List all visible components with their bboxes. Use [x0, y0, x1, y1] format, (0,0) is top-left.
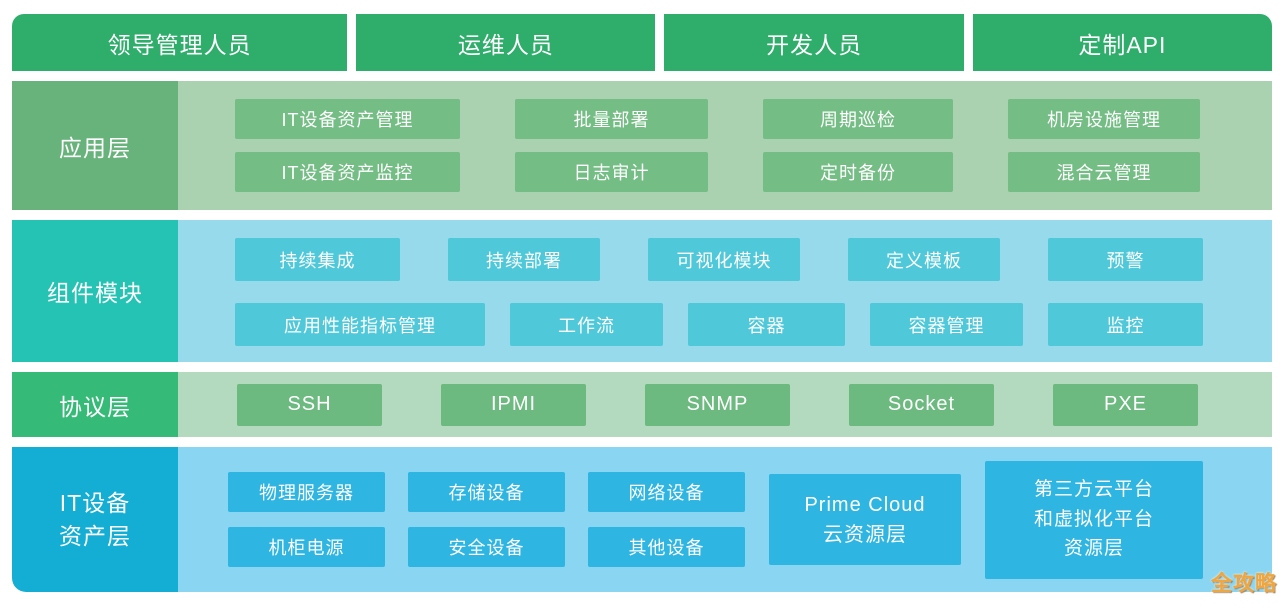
component-item: 持续集成	[235, 238, 400, 281]
app-item: 日志审计	[515, 152, 708, 192]
application-items-grid: IT设备资产管理 批量部署 周期巡检 机房设施管理 IT设备资产监控 日志审计 …	[235, 99, 1200, 192]
layer-application: 应用层 IT设备资产管理 批量部署 周期巡检 机房设施管理 IT设备资产监控 日…	[12, 81, 1272, 210]
component-item: 应用性能指标管理	[235, 303, 485, 346]
app-item: 定时备份	[763, 152, 953, 192]
actor-leadership: 领导管理人员	[12, 14, 348, 71]
layer-content-protocol: SSH IPMI SNMP Socket PXE	[178, 372, 1272, 437]
asset-item: 其他设备	[588, 527, 745, 567]
component-item: 容器	[688, 303, 845, 346]
layer-label-it-asset: IT设备 资产层	[12, 447, 178, 592]
asset-item: 物理服务器	[228, 472, 385, 512]
protocol-item: IPMI	[441, 383, 586, 426]
protocol-item: SSH	[237, 383, 382, 426]
layer-it-asset: IT设备 资产层 物理服务器 存储设备 网络设备 机柜电源 安全设备 其他设备 …	[12, 447, 1272, 592]
component-items-row-2: 应用性能指标管理 工作流 容器 容器管理 监控	[235, 303, 1203, 346]
watermark: 全攻略	[1211, 572, 1277, 595]
asset-item: 存储设备	[408, 472, 565, 512]
component-item: 定义模板	[848, 238, 1000, 281]
app-item: 混合云管理	[1008, 152, 1200, 192]
component-item: 监控	[1048, 303, 1203, 346]
actor-custom-api: 定制API	[972, 14, 1272, 71]
app-item: 机房设施管理	[1008, 99, 1200, 139]
layer-content-it-asset: 物理服务器 存储设备 网络设备 机柜电源 安全设备 其他设备 Prime Clo…	[178, 447, 1272, 592]
asset-item: 网络设备	[588, 472, 745, 512]
app-item: IT设备资产监控	[235, 152, 460, 192]
component-item: 可视化模块	[648, 238, 800, 281]
actors-row: 领导管理人员 运维人员 开发人员 定制API	[12, 14, 1272, 71]
third-party-cloud-resource-box: 第三方云平台 和虚拟化平台 资源层	[985, 460, 1203, 579]
protocol-item: PXE	[1053, 383, 1198, 426]
actor-operations: 运维人员	[356, 14, 656, 71]
asset-item: 机柜电源	[228, 527, 385, 567]
layer-content-component-module: 持续集成 持续部署 可视化模块 定义模板 预警 应用性能指标管理 工作流 容器 …	[178, 220, 1272, 362]
component-item: 工作流	[510, 303, 663, 346]
layer-protocol: 协议层 SSH IPMI SNMP Socket PXE	[12, 372, 1272, 437]
layer-component-module: 组件模块 持续集成 持续部署 可视化模块 定义模板 预警 应用性能指标管理 工作…	[12, 220, 1272, 362]
app-item: IT设备资产管理	[235, 99, 460, 139]
app-item: 周期巡检	[763, 99, 953, 139]
asset-items-grid: 物理服务器 存储设备 网络设备 机柜电源 安全设备 其他设备	[228, 472, 745, 567]
component-item: 预警	[1048, 238, 1203, 281]
layer-label-component-module: 组件模块	[12, 220, 178, 362]
layer-label-protocol: 协议层	[12, 372, 178, 437]
component-items-row-1: 持续集成 持续部署 可视化模块 定义模板 预警	[235, 238, 1203, 281]
app-item: 批量部署	[515, 99, 708, 139]
protocol-item: SNMP	[645, 383, 790, 426]
component-item: 容器管理	[870, 303, 1023, 346]
component-item: 持续部署	[448, 238, 600, 281]
layer-content-application: IT设备资产管理 批量部署 周期巡检 机房设施管理 IT设备资产监控 日志审计 …	[178, 81, 1272, 210]
prime-cloud-resource-box: Prime Cloud 云资源层	[769, 474, 961, 565]
actor-developers: 开发人员	[664, 14, 964, 71]
protocol-item: Socket	[849, 383, 994, 426]
layer-label-application: 应用层	[12, 81, 178, 210]
asset-item: 安全设备	[408, 527, 565, 567]
